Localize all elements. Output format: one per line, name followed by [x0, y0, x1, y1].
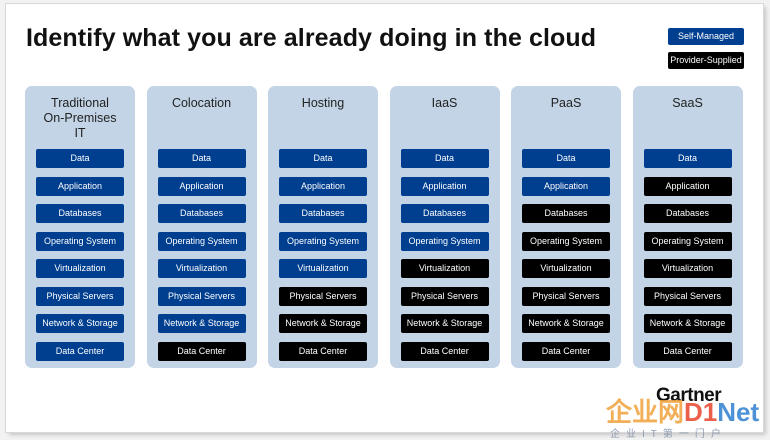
- layer-cell: Physical Servers: [643, 286, 732, 306]
- layer-cell: Virtualization: [643, 259, 732, 278]
- layer-cell: Network & Storage: [279, 314, 367, 333]
- column-title: IaaS: [431, 96, 458, 110]
- layer-cell: Operating System: [522, 231, 610, 251]
- layer-cell: Databases: [36, 204, 124, 223]
- legend: Self-Managed Provider-Supplied: [668, 28, 744, 76]
- column-title: PaaS: [550, 96, 582, 110]
- layer-cell: Databases: [400, 204, 489, 223]
- site-watermark: 企业网D1Net 企业IT第一门户: [606, 392, 766, 440]
- layer-cell: Data: [279, 149, 367, 168]
- slide-title: Identify what you are already doing in t…: [26, 24, 597, 52]
- layer-cell: Data: [157, 149, 246, 168]
- layer-cell: Network & Storage: [36, 314, 124, 333]
- legend-self-managed: Self-Managed: [668, 28, 744, 45]
- layer-cell: Data: [400, 149, 489, 168]
- layer-cell: Application: [157, 176, 246, 196]
- layer-cell: Data Center: [400, 341, 489, 361]
- watermark-tagline: 企业IT第一门户: [610, 429, 727, 440]
- layer-cell: Data: [643, 149, 732, 168]
- layer-cell: Operating System: [400, 231, 489, 251]
- layer-cell: Databases: [157, 204, 246, 223]
- layer-cell: Physical Servers: [157, 286, 246, 306]
- layer-cell: Databases: [643, 204, 732, 223]
- watermark-logo-text: 企业网D1Net: [606, 392, 759, 429]
- layer-cell: Databases: [522, 204, 610, 223]
- gartner-logo: Gartner: [656, 385, 722, 406]
- layer-cell: Physical Servers: [36, 286, 124, 306]
- layer-cell: Operating System: [643, 231, 732, 251]
- column-title: Traditional On-Premises IT: [43, 96, 117, 140]
- layer-cell: Application: [400, 176, 489, 196]
- layer-cell: Operating System: [157, 231, 246, 251]
- layer-cell: Data Center: [279, 341, 367, 361]
- layer-cell: Data Center: [36, 341, 124, 361]
- legend-provider-supplied: Provider-Supplied: [668, 52, 744, 69]
- layer-cell: Network & Storage: [522, 314, 610, 333]
- column-title: Hosting: [301, 96, 345, 110]
- layer-cell: Network & Storage: [400, 314, 489, 333]
- layer-cell: Operating System: [279, 231, 367, 251]
- watermark-net: Net: [717, 397, 760, 427]
- layer-cell: Data Center: [522, 341, 610, 361]
- layer-cell: Application: [279, 176, 367, 196]
- layer-cell: Virtualization: [157, 259, 246, 278]
- layer-cell: Physical Servers: [400, 286, 489, 306]
- watermark-d1: D1: [684, 397, 718, 427]
- layer-cell: Data: [36, 149, 124, 168]
- column-title: Colocation: [171, 96, 232, 110]
- layer-cell: Physical Servers: [279, 286, 367, 306]
- layer-cell: Data: [522, 149, 610, 168]
- layer-cell: Databases: [279, 204, 367, 223]
- watermark-cn: 企业网: [606, 397, 685, 427]
- layer-cell: Physical Servers: [522, 286, 610, 306]
- slide: Identify what you are already doing in t…: [6, 4, 763, 432]
- layer-cell: Virtualization: [400, 259, 489, 278]
- layer-cell: Network & Storage: [157, 314, 246, 333]
- layer-cell: Virtualization: [279, 259, 367, 278]
- layer-cell: Virtualization: [36, 259, 124, 278]
- layer-cell: Network & Storage: [643, 314, 732, 333]
- layer-cell: Operating System: [36, 231, 124, 251]
- layer-cell: Data Center: [157, 341, 246, 361]
- layer-cell: Virtualization: [522, 259, 610, 278]
- layer-cell: Application: [36, 176, 124, 196]
- layer-cell: Data Center: [643, 341, 732, 361]
- layer-cell: Application: [643, 176, 732, 196]
- column-title: SaaS: [672, 96, 703, 110]
- layer-cell: Application: [522, 176, 610, 196]
